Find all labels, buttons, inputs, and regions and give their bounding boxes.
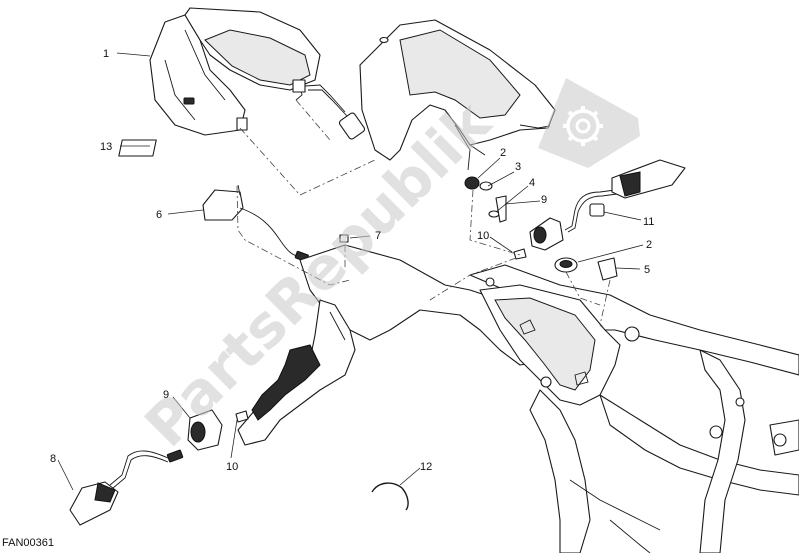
assembly-lines: [236, 99, 611, 336]
callout-9-bottom: 9: [163, 389, 169, 401]
callout-8: 8: [50, 453, 56, 465]
callout-3: 3: [515, 161, 521, 173]
callout-5: 5: [644, 264, 650, 276]
tail-light-assembly: [149, 7, 366, 140]
sticker-part: [118, 139, 157, 157]
rear-subframe: [299, 244, 799, 553]
watermark-text: PartsRepublik: [132, 87, 505, 460]
callout-6: 6: [156, 209, 162, 221]
right-indicator-assembly: [529, 159, 686, 281]
callout-7: 7: [375, 230, 381, 242]
left-indicator-assembly: [69, 409, 249, 526]
callout-10-bottom: 10: [226, 461, 238, 473]
leader-lines: [57, 52, 644, 491]
callout-2-top: 2: [500, 147, 506, 159]
callouts: 1 13 6 7 2 3 4 9 11 10 2 5 9 10 8 12: [50, 48, 654, 473]
diagram-code: FAN00361: [2, 537, 54, 549]
callout-1: 1: [103, 48, 109, 60]
callout-10-top: 10: [477, 230, 489, 242]
hardware-group: [339, 176, 527, 260]
gear-icon: [538, 78, 640, 168]
callout-9-top: 9: [541, 194, 547, 206]
callout-11: 11: [643, 216, 654, 228]
plate-holder-bracket: [237, 299, 356, 446]
callout-13: 13: [100, 141, 112, 153]
callout-2-bottom: 2: [646, 239, 652, 251]
wire-clip-part: [371, 482, 409, 511]
tail-fairing: [359, 19, 556, 171]
callout-12: 12: [420, 461, 432, 473]
callout-4: 4: [529, 177, 535, 189]
